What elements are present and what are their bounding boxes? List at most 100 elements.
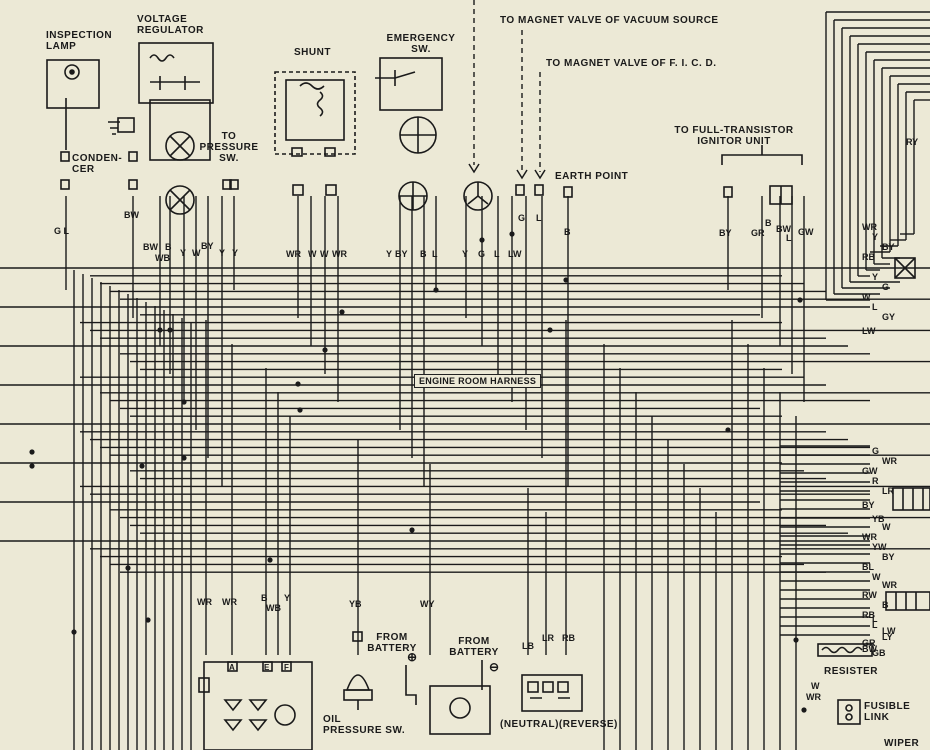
right-wire-code: LR xyxy=(882,486,894,496)
wire-code: B xyxy=(765,218,772,228)
voltage-regulator-symbol xyxy=(108,42,239,215)
alternator-symbol xyxy=(198,661,313,750)
right-wire-code: W xyxy=(862,292,871,302)
battery-terminals xyxy=(405,660,491,735)
neutral-reverse-switch xyxy=(521,674,583,712)
junction-dot xyxy=(563,277,569,283)
inspection-lamp-label: INSPECTION LAMP xyxy=(46,30,113,52)
wire-code: WB xyxy=(266,603,281,613)
right-wire-code: L xyxy=(872,614,878,624)
emergency-sw-label: EMERGENCY SW. xyxy=(386,33,456,55)
wire-code: LW xyxy=(508,249,522,259)
right-wire-code: YW xyxy=(872,542,887,552)
right-wire-code: YB xyxy=(872,514,885,524)
wire-code: WR xyxy=(332,249,347,259)
junction-dot xyxy=(479,237,485,243)
junction-dot xyxy=(29,449,35,455)
junction-dot xyxy=(339,309,345,315)
right-wire-code: BY xyxy=(862,500,875,510)
wire-code: Y xyxy=(284,593,291,603)
wire-code: WR xyxy=(197,597,212,607)
right-wire-code: RW xyxy=(862,590,877,600)
wire-code: B xyxy=(261,593,268,603)
wire-code: W xyxy=(811,681,820,691)
wire-code: GW xyxy=(798,227,814,237)
wire-code: WR xyxy=(806,692,821,702)
junction-dot xyxy=(322,347,328,353)
right-wire-code: GR xyxy=(862,638,876,648)
right-wire-code: R xyxy=(872,476,879,486)
right-wire-code: GB xyxy=(872,648,886,658)
wire-code: RB xyxy=(562,633,575,643)
wire-code: Y xyxy=(386,249,393,259)
wire-code: L xyxy=(786,233,792,243)
wire-code: BW xyxy=(776,224,791,234)
resister-symbol xyxy=(817,643,873,657)
junction-dot xyxy=(295,381,301,387)
right-wire-code: Y xyxy=(872,232,879,242)
terminal-e: E xyxy=(264,663,270,672)
earth-point-label: EARTH POINT xyxy=(555,171,629,182)
plus-symbol: ⊕ xyxy=(407,650,418,664)
from-battery-label-2: FROM BATTERY xyxy=(449,636,499,658)
vacuum-valve-connector xyxy=(463,181,573,211)
wire-code: LB xyxy=(522,641,534,651)
wire-code: Y xyxy=(232,248,239,258)
junction-dot xyxy=(409,527,415,533)
junction-dot xyxy=(509,231,515,237)
oil-pressure-sw-symbol xyxy=(343,631,373,710)
ficd-label: TO MAGNET VALVE OF F. I. C. D. xyxy=(546,58,717,69)
inspection-lamp-symbol xyxy=(46,59,100,190)
wire-code: B xyxy=(165,242,172,252)
right-wire-code: B xyxy=(882,600,889,610)
resister-label: RESISTER xyxy=(824,666,879,677)
right-wire-code: RB xyxy=(862,610,875,620)
fusible-link-symbol xyxy=(837,699,861,725)
wire-code: GR xyxy=(751,228,765,238)
wire-code: B xyxy=(564,227,571,237)
right-wire-code: L xyxy=(872,302,878,312)
junction-dot xyxy=(793,637,799,643)
right-wire-code: RB xyxy=(862,252,875,262)
junction-dot xyxy=(125,565,131,571)
junction-dot xyxy=(139,463,145,469)
ignitor-connector xyxy=(721,145,803,205)
right-wire-code: G xyxy=(882,282,890,292)
wire-code: L xyxy=(432,249,438,259)
junction-dot xyxy=(71,629,77,635)
junction-dot xyxy=(801,707,807,713)
wire-code: Y xyxy=(462,249,469,259)
right-wire-code: WR xyxy=(882,456,897,466)
right-wire-code: GY xyxy=(882,312,896,322)
neutral-reverse-label: (NEUTRAL)(REVERSE) xyxy=(500,719,618,730)
to-pressure-sw-label: TO PRESSURE SW. xyxy=(199,131,259,164)
junction-dot xyxy=(145,617,151,623)
condenser-label: CONDEN- CER xyxy=(72,153,123,175)
wire-code: W xyxy=(320,249,329,259)
right-wire-code: Y xyxy=(872,272,879,282)
right-wire-code: BW xyxy=(862,644,877,654)
wire-code: LR xyxy=(542,633,554,643)
right-wire-code: BL xyxy=(862,562,874,572)
wire-code: BW xyxy=(124,210,139,220)
wiper-label: WIPER xyxy=(884,738,920,749)
right-wire-code: WR xyxy=(862,222,877,232)
arrow-head xyxy=(534,169,546,180)
ignitor-unit-label: TO FULL-TRANSISTOR IGNITOR UNIT xyxy=(674,125,794,147)
wire-code: YB xyxy=(349,599,362,609)
wire-code: L xyxy=(494,249,500,259)
wire-code: G L xyxy=(54,226,69,236)
right-wire-code: W xyxy=(872,572,881,582)
wire-code: RY xyxy=(906,137,919,147)
wire-code: G xyxy=(518,213,526,223)
right-wire-code: GW xyxy=(862,466,878,476)
wire-code: G xyxy=(478,249,486,259)
wire-code: BY xyxy=(395,249,408,259)
right-wire-code: LY xyxy=(882,632,893,642)
minus-symbol: ⊖ xyxy=(489,660,500,674)
junction-dot xyxy=(725,427,731,433)
from-battery-label-1: FROM BATTERY xyxy=(367,632,417,654)
